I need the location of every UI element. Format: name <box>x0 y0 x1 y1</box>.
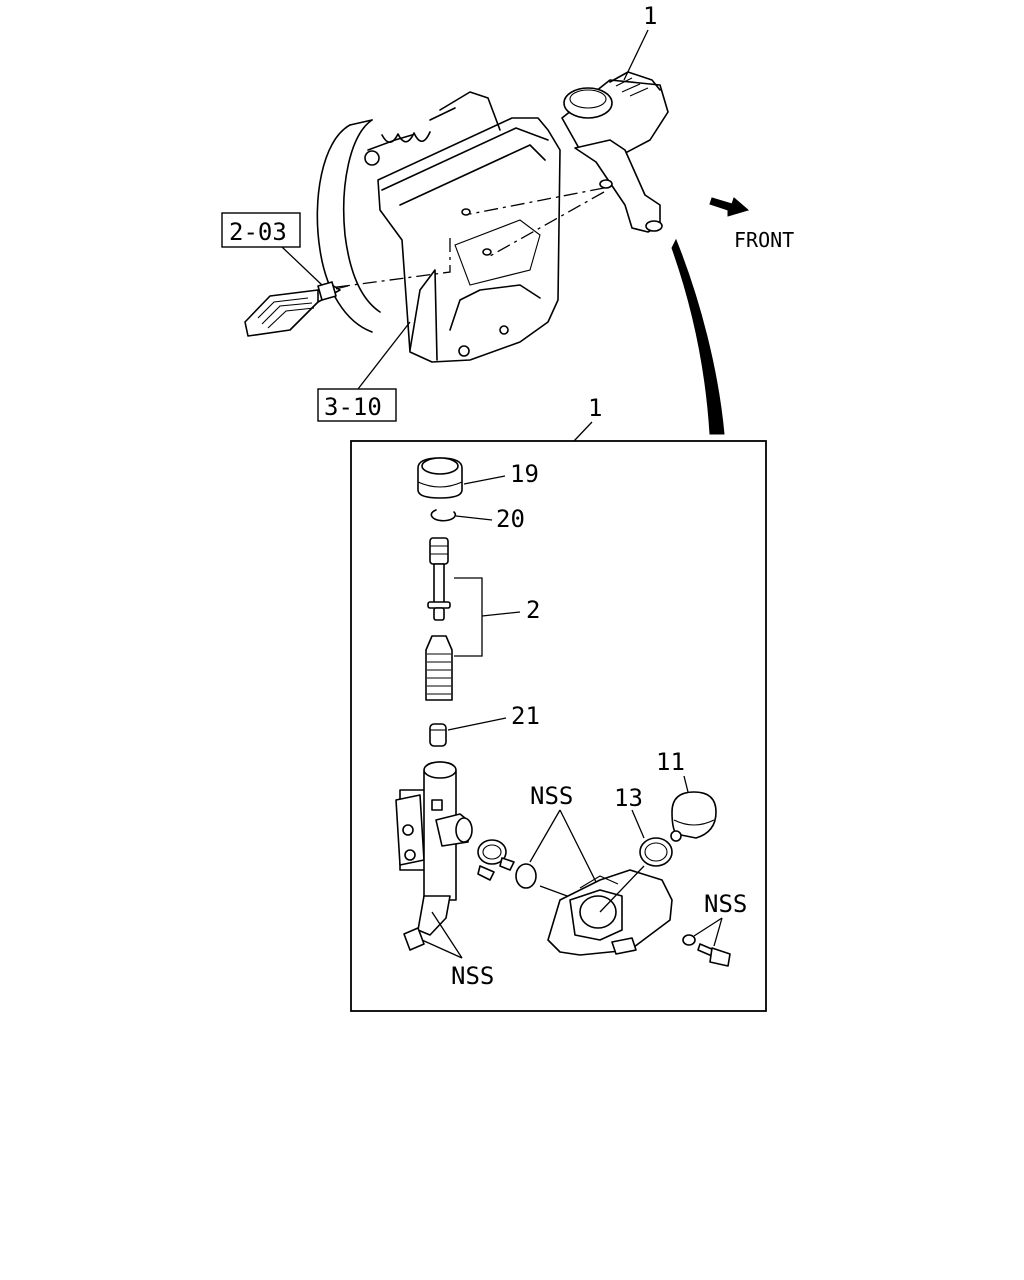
part-20-snap-ring <box>430 509 457 522</box>
nss-bolt <box>697 943 731 967</box>
reservoir-tank <box>547 869 673 956</box>
label-part-13: 13 <box>614 784 643 812</box>
ref-box-3-10 <box>317 388 397 422</box>
front-arrow-icon <box>709 197 750 217</box>
label-nss-top: NSS <box>530 782 573 810</box>
callout-assembly-box: 1 <box>588 394 602 422</box>
ref-label-3-10: 3-10 <box>324 393 382 421</box>
label-nss-bottom: NSS <box>451 962 494 990</box>
ref-box-2-03 <box>221 212 301 248</box>
front-label: FRONT <box>734 228 794 252</box>
ref-label-2-03: 2-03 <box>229 218 287 246</box>
label-nss-right: NSS <box>704 890 747 918</box>
label-part-11: 11 <box>656 748 685 776</box>
part-19-boot <box>417 457 463 499</box>
master-cylinder-body <box>395 761 473 951</box>
label-part-19: 19 <box>510 460 539 488</box>
hose-clamp <box>477 839 515 881</box>
part-13-gasket <box>639 837 673 867</box>
pedal-bracket-assembly <box>244 71 669 363</box>
label-part-21: 21 <box>511 702 540 730</box>
part-2-piston-kit <box>425 537 453 701</box>
part-11-reservoir-cap <box>670 791 717 842</box>
label-part-20: 20 <box>496 505 525 533</box>
label-part-2: 2 <box>526 596 540 624</box>
nss-o-ring <box>515 863 537 889</box>
detail-pointer-arrow <box>671 238 725 435</box>
detail-box <box>350 440 767 1012</box>
callout-assembly-top: 1 <box>643 2 657 30</box>
nss-washer <box>682 934 696 946</box>
part-21-seal <box>429 723 447 747</box>
